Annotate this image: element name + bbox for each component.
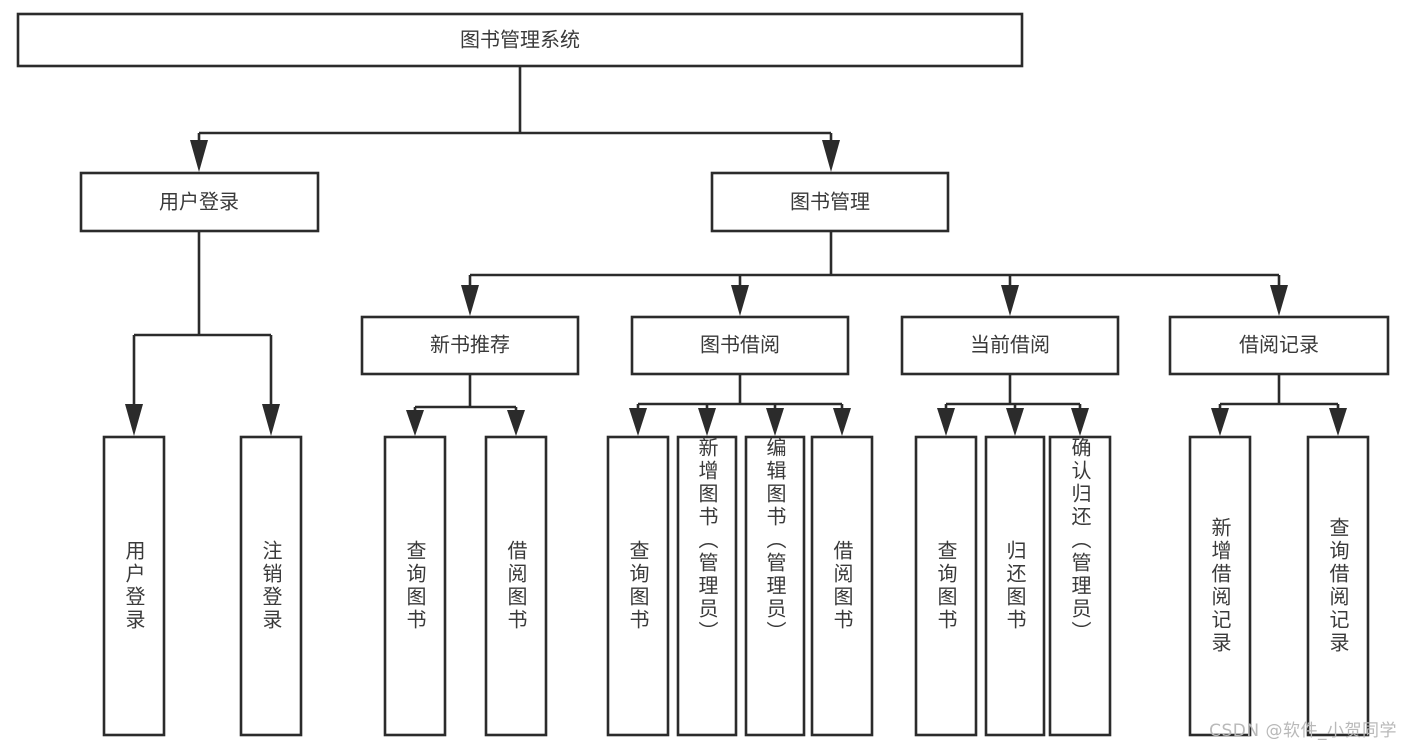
node-borrow-record-label: 借阅记录 xyxy=(1239,333,1319,357)
leaf-box[interactable] xyxy=(1188,435,1252,737)
arrow-head-book-mgmt xyxy=(822,140,840,172)
node-book-management-box[interactable] xyxy=(710,171,950,233)
node-new-book-recommend-label: 新书推荐 xyxy=(430,333,510,357)
node-book-borrow-label: 图书借阅 xyxy=(700,333,780,357)
node-user-login-label: 用户登录 xyxy=(159,190,239,214)
arrow-head-currentborrow-leaf-2 xyxy=(1006,408,1024,436)
arrow-head-book-borrow xyxy=(731,285,749,316)
node-user-login-box[interactable] xyxy=(79,171,320,233)
leaf-box[interactable] xyxy=(383,435,447,737)
watermark-text: CSDN @软件_小贺同学 xyxy=(1209,721,1397,741)
node-new-book-recommend-box[interactable] xyxy=(360,315,580,376)
leaf-box[interactable] xyxy=(484,435,548,737)
arrow-head-leaf-user-login xyxy=(125,404,143,436)
leaf-box[interactable] xyxy=(676,435,738,737)
node-book-management-label: 图书管理 xyxy=(790,190,870,214)
node-current-borrow-box[interactable] xyxy=(900,315,1120,376)
arrow-head-bookborrow-leaf-3 xyxy=(766,408,784,436)
arrow-head-new-book-rec xyxy=(461,285,479,316)
node-borrow-record-box[interactable] xyxy=(1168,315,1390,376)
leaf-box[interactable] xyxy=(984,435,1046,737)
arrow-head-leaf-logout xyxy=(262,404,280,436)
leaf-box[interactable] xyxy=(102,435,166,737)
leaf-box[interactable] xyxy=(810,435,874,737)
arrow-head-newbook-leaf-1 xyxy=(406,410,424,436)
arrow-head-borrowrecord-leaf-2 xyxy=(1329,408,1347,436)
node-root-box[interactable] xyxy=(16,12,1024,68)
arrow-head-currentborrow-leaf-3 xyxy=(1071,408,1089,436)
arrow-head-currentborrow-leaf-1 xyxy=(937,408,955,436)
leaf-box[interactable] xyxy=(744,435,806,737)
node-current-borrow-label: 当前借阅 xyxy=(970,333,1050,357)
leaf-box[interactable] xyxy=(1306,435,1370,737)
leaf-box[interactable] xyxy=(1048,435,1112,737)
connector-layer xyxy=(125,66,1347,436)
node-book-borrow-box[interactable] xyxy=(630,315,850,376)
arrow-head-borrow-record xyxy=(1270,285,1288,316)
arrow-head-bookborrow-leaf-2 xyxy=(698,408,716,436)
leaf-box[interactable] xyxy=(239,435,303,737)
node-layer: 图书管理系统 用户登录 图书管理 新书推荐 图书借阅 当前借阅 借阅记录 xyxy=(16,12,1390,737)
node-root-label: 图书管理系统 xyxy=(460,28,580,52)
arrow-head-bookborrow-leaf-4 xyxy=(833,408,851,436)
arrow-head-bookborrow-leaf-1 xyxy=(629,408,647,436)
arrow-head-borrowrecord-leaf-1 xyxy=(1211,408,1229,436)
arrow-head-current-borrow xyxy=(1001,285,1019,316)
arrow-head-newbook-leaf-2 xyxy=(507,410,525,436)
leaf-box[interactable] xyxy=(914,435,978,737)
arrow-head-user-login xyxy=(190,140,208,172)
leaf-box[interactable] xyxy=(606,435,670,737)
